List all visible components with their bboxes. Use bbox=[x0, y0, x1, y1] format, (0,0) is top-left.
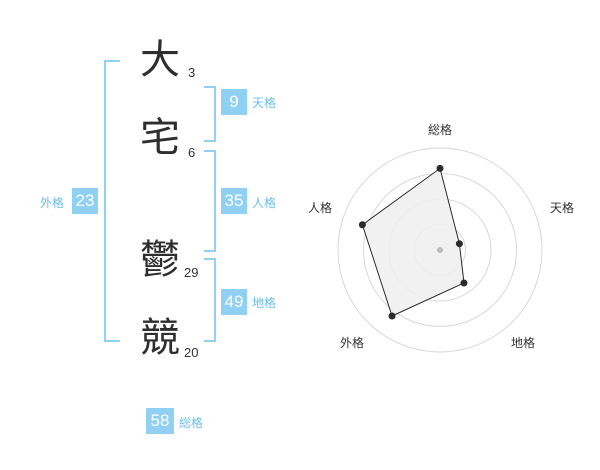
soukaku-label: 総格 bbox=[179, 416, 204, 430]
radar-label-tenkaku: 天格 bbox=[550, 201, 575, 215]
gaikaku-bracket bbox=[104, 60, 120, 342]
radar-point-2 bbox=[460, 279, 468, 287]
radar-point-4 bbox=[358, 221, 366, 229]
name-char-3: 鬱 bbox=[140, 237, 180, 283]
radar-label-gaikaku: 外格 bbox=[340, 336, 365, 350]
radar-label-chikaku: 地格 bbox=[511, 336, 536, 350]
name-char-2: 宅 bbox=[140, 115, 180, 161]
soukaku-badge: 58 bbox=[146, 408, 174, 434]
stroke-count-2: 6 bbox=[188, 145, 196, 160]
jinkaku-bracket bbox=[204, 150, 216, 252]
tenkaku-badge: 9 bbox=[221, 89, 247, 115]
tenkaku-bracket bbox=[204, 86, 216, 142]
radar-point-3 bbox=[388, 312, 396, 320]
chikaku-bracket bbox=[204, 258, 216, 342]
radar-point-0 bbox=[436, 164, 444, 172]
name-char-4: 競 bbox=[140, 315, 180, 361]
radar-center-dot bbox=[437, 247, 443, 253]
gaikaku-label: 外格 bbox=[40, 196, 65, 210]
chikaku-badge: 49 bbox=[221, 289, 247, 315]
chikaku-label: 地格 bbox=[252, 296, 277, 310]
stroke-count-3: 29 bbox=[184, 265, 199, 280]
jinkaku-label: 人格 bbox=[252, 196, 277, 210]
stroke-count-1: 3 bbox=[188, 65, 196, 80]
jinkaku-badge: 35 bbox=[221, 188, 247, 214]
gaikaku-badge: 23 bbox=[72, 188, 98, 214]
radar-label-soukaku: 総格 bbox=[428, 123, 453, 137]
radar-ring bbox=[337, 147, 543, 353]
stroke-count-4: 20 bbox=[184, 345, 199, 360]
radar-point-1 bbox=[455, 240, 463, 248]
tenkaku-label: 天格 bbox=[252, 96, 277, 110]
radar-polygon bbox=[361, 167, 465, 317]
name-char-1: 大 bbox=[140, 37, 180, 83]
radar-label-jinkaku: 人格 bbox=[308, 201, 333, 215]
